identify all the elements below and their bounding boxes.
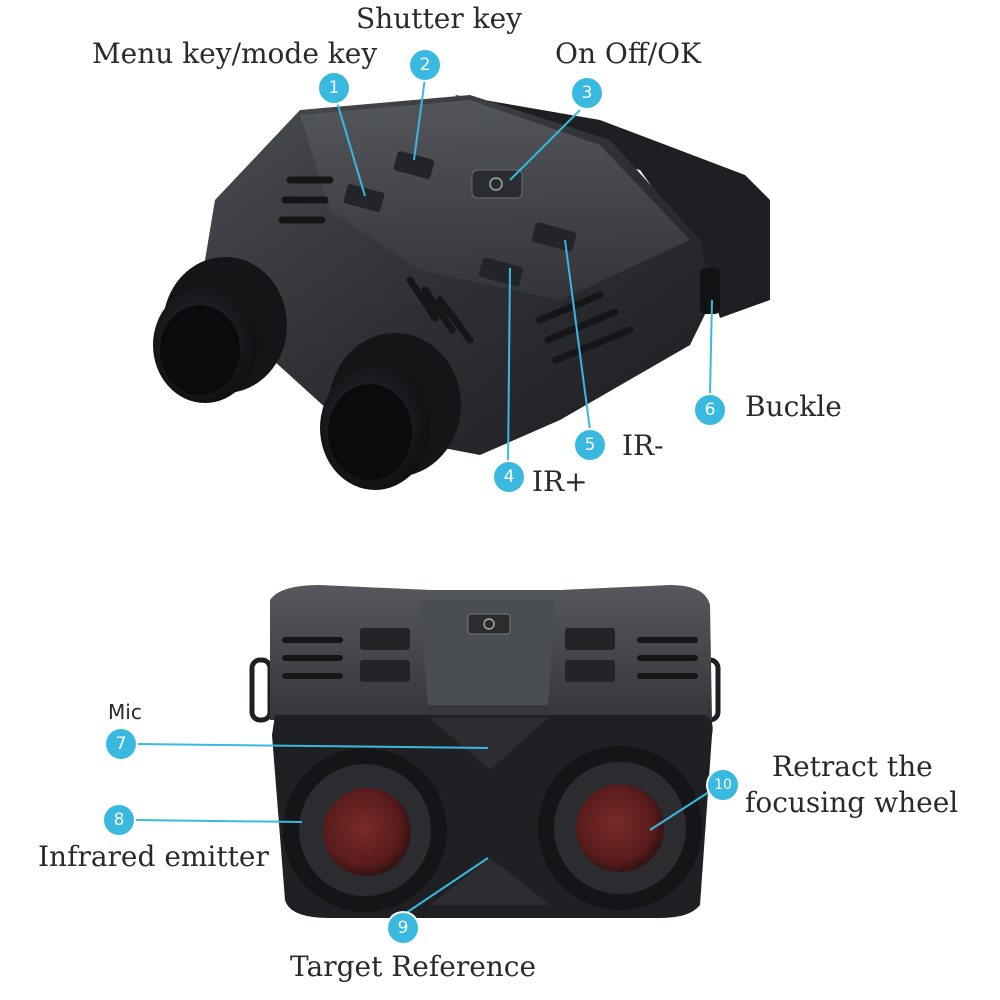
callout-label-retract-line-1: Retract the	[772, 750, 933, 783]
callout-label-on-off-ok: On Off/OK	[555, 37, 702, 70]
callout-label-buckle: Buckle	[745, 390, 842, 423]
callout-label-ir-minus: IR-	[622, 429, 664, 462]
callout-badge-5: 5	[575, 430, 605, 460]
callout-label-shutter-key: Shutter key	[356, 2, 522, 35]
callout-badge-1: 1	[319, 73, 349, 103]
callout-badge-6: 6	[695, 395, 725, 425]
callout-badge-9: 9	[388, 913, 418, 943]
leader-lines	[133, 77, 713, 916]
callout-label-ir-plus: IR+	[532, 465, 588, 498]
callout-badge-7: 7	[106, 729, 136, 759]
callout-label-menu-mode-key: Menu key/mode key	[92, 37, 378, 70]
callout-label-target-reference: Target Reference	[290, 950, 537, 983]
top-device	[153, 95, 770, 490]
callout-badge-4: 4	[494, 462, 524, 492]
callout-label-infrared-emitter: Infrared emitter	[38, 840, 269, 873]
bottom-device	[249, 585, 721, 918]
callout-badge-8: 8	[104, 805, 134, 835]
callout-label-retract-line-2: focusing wheel	[745, 786, 959, 819]
callout-badge-2: 2	[410, 50, 440, 80]
callout-label-mic: Mic	[108, 700, 142, 724]
callout-badge-10: 10	[708, 770, 738, 800]
callout-badge-3: 3	[572, 78, 602, 108]
